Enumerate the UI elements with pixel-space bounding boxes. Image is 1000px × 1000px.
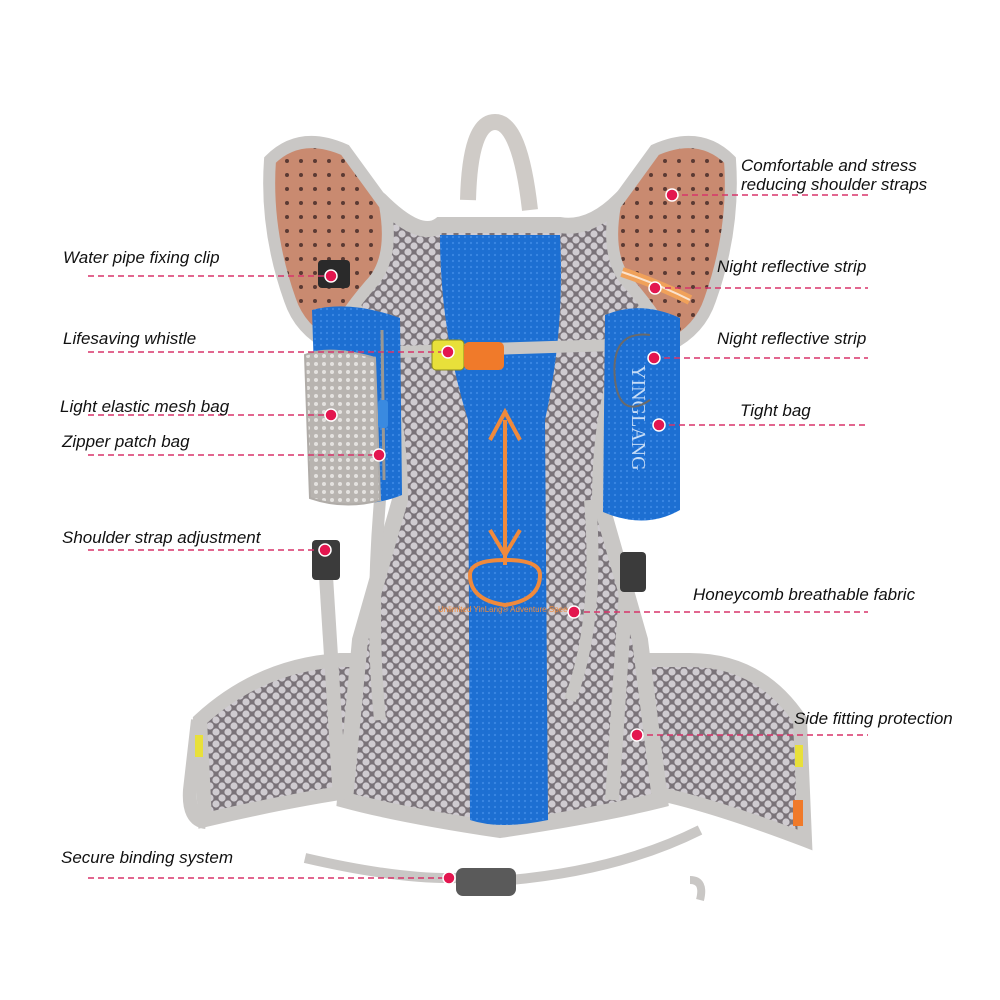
right-lower-strap (509, 825, 703, 885)
callout-label-shoulder-straps-line2: reducing shoulder straps (741, 175, 928, 194)
callout-label-shoulder-straps: Comfortable and stress reducing shoulder… (741, 156, 927, 194)
brand-print: YINGLANG (627, 365, 649, 471)
sternum-strap (394, 339, 616, 358)
callout-label-shoulder-straps-line1: Comfortable and stress (741, 156, 917, 175)
callout-dot-water-clip (324, 269, 338, 283)
sternum-buckle (464, 342, 504, 370)
left-zipper-pull (378, 400, 388, 428)
center-blue-panel (440, 235, 561, 825)
callout-dot-strap-adjust (318, 543, 332, 557)
callout-dot-shoulder-straps (665, 188, 679, 202)
callout-label-whistle: Lifesaving whistle (63, 329, 197, 348)
callout-label-night-strip-2: Night reflective strip (717, 329, 867, 348)
callout-dot-tight-bag (652, 418, 666, 432)
waist-belt-edge-left (182, 719, 208, 829)
callout-dot-whistle (441, 345, 455, 359)
top-handle (460, 113, 538, 211)
tube-loop (613, 333, 651, 408)
left-side-strap (318, 559, 347, 801)
callout-dots (318, 188, 679, 885)
callout-label-binding: Secure binding system (61, 848, 233, 867)
callout-dot-mesh-bag (324, 408, 338, 422)
callout-dot-night-strip-2 (647, 351, 661, 365)
callout-label-night-strip-1: Night reflective strip (717, 257, 867, 276)
back-print-text: Unlimited YinLang® Adventure Speed (438, 605, 572, 614)
callout-label-tight-bag: Tight bag (740, 401, 811, 420)
callout-dot-zipper-bag (372, 448, 386, 462)
callout-label-honeycomb: Honeycomb breathable fabric (693, 585, 916, 604)
callout-label-side-protection: Side fitting protection (794, 709, 953, 728)
left-mesh-pocket (303, 349, 382, 506)
binding-buckle (456, 868, 516, 896)
right-tight-bag (603, 308, 680, 521)
callout-dot-side-protection (630, 728, 644, 742)
callout-dot-binding (442, 871, 456, 885)
right-adjust-buckle (620, 552, 646, 592)
callout-label-water-clip: Water pipe fixing clip (63, 248, 220, 267)
callout-label-strap-adjust: Shoulder strap adjustment (62, 528, 261, 547)
callout-lines (88, 194, 868, 879)
back-print-arrow (468, 407, 543, 608)
left-lower-strap (303, 853, 461, 884)
right-side-strap (605, 559, 635, 801)
callout-dot-night-strip-1 (648, 281, 662, 295)
callout-label-zipper-bag: Zipper patch bag (62, 432, 190, 451)
callout-dot-honeycomb (567, 605, 581, 619)
callout-label-mesh-bag: Light elastic mesh bag (60, 397, 230, 416)
